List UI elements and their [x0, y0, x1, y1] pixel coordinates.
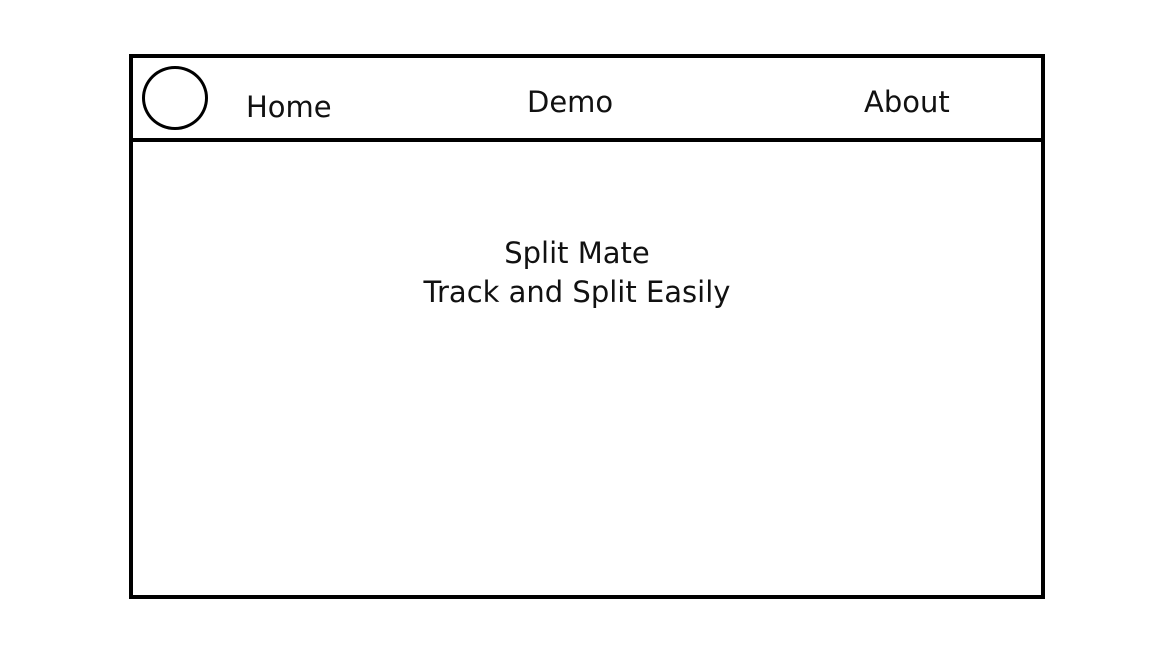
hero-section: Split Mate Track and Split Easily — [133, 234, 1021, 312]
nav-home-link[interactable]: Home — [246, 90, 332, 124]
app-window: Home Demo About Split Mate Track and Spl… — [129, 54, 1045, 599]
circle-logo-icon[interactable] — [142, 66, 208, 130]
nav-demo-link[interactable]: Demo — [527, 85, 614, 119]
app-title: Split Mate — [504, 236, 650, 270]
top-navbar: Home Demo About — [133, 58, 1041, 142]
app-tagline: Track and Split Easily — [423, 275, 731, 309]
nav-about-link[interactable]: About — [864, 85, 950, 119]
